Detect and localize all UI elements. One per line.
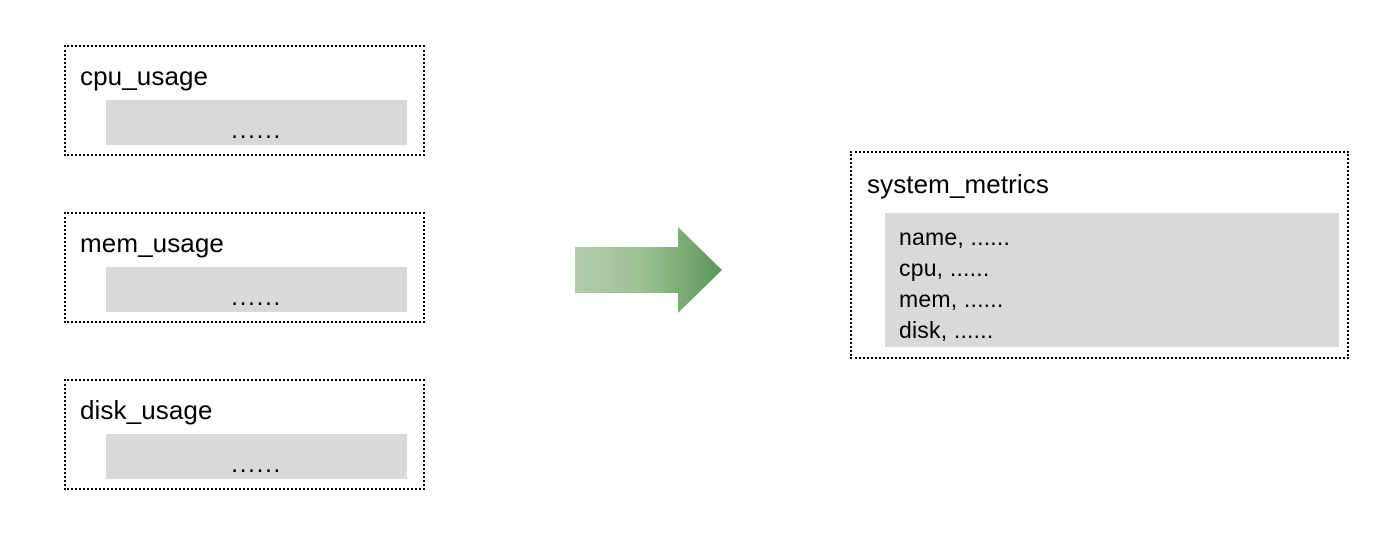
source-node-title: mem_usage [80, 228, 224, 258]
source-node-ellipsis: ...... [231, 283, 282, 311]
source-node-cpu-usage[interactable]: cpu_usage ...... [64, 45, 425, 156]
source-node-body: ...... [106, 434, 407, 479]
target-field-row: name, ...... [899, 224, 1011, 250]
source-node-mem-usage[interactable]: mem_usage ...... [64, 212, 425, 323]
target-node-system-metrics[interactable]: system_metrics name, ...... cpu, ...... … [850, 151, 1349, 359]
source-node-ellipsis: ...... [231, 116, 282, 144]
target-field-row: disk, ...... [899, 317, 994, 343]
source-node-body: ...... [106, 100, 407, 145]
source-node-title: disk_usage [80, 395, 213, 425]
source-node-disk-usage[interactable]: disk_usage ...... [64, 379, 425, 490]
source-node-title: cpu_usage [80, 61, 209, 91]
source-node-ellipsis: ...... [231, 450, 282, 478]
target-node-title: system_metrics [867, 169, 1049, 199]
arrow-right-icon [574, 225, 724, 315]
target-field-row: mem, ...... [899, 286, 1004, 312]
target-field-row: cpu, ...... [899, 255, 990, 281]
target-node-body: name, ...... cpu, ...... mem, ...... dis… [885, 213, 1339, 347]
source-node-body: ...... [106, 267, 407, 312]
arrow-right-svg [575, 227, 722, 313]
